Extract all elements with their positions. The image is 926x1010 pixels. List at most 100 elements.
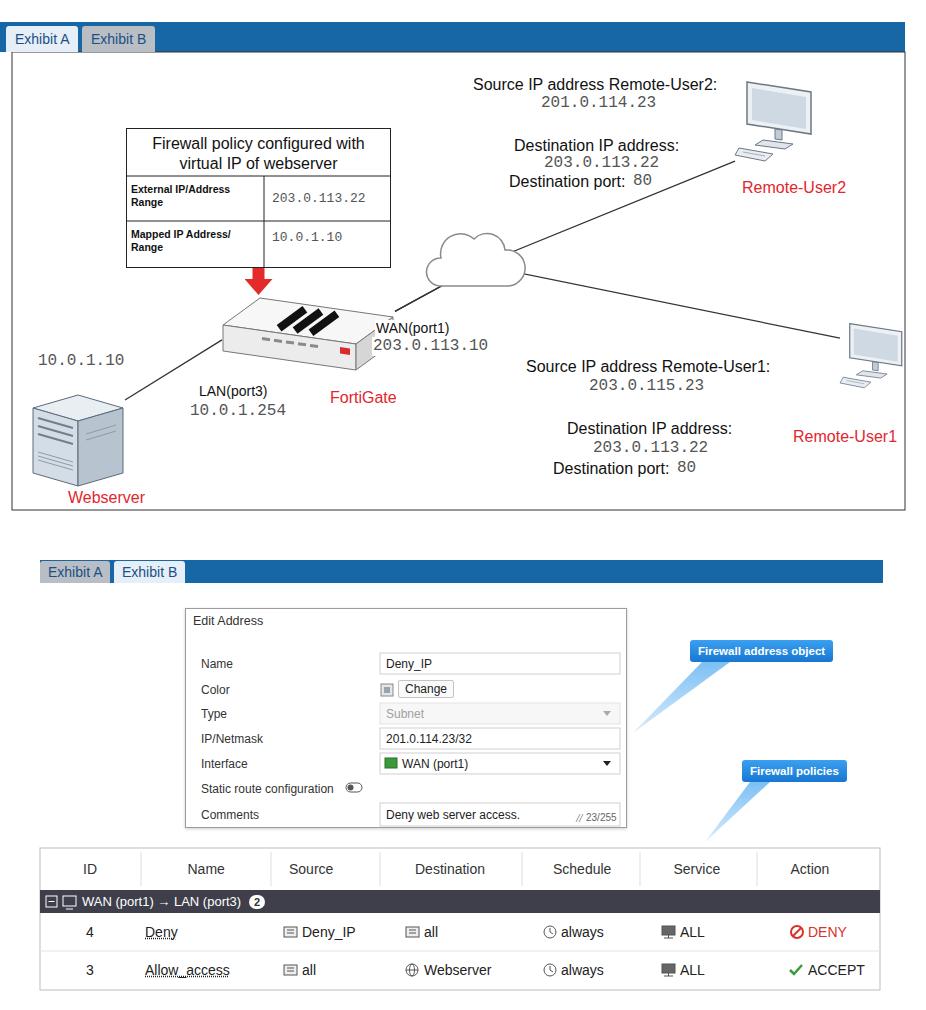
policy-name: Allow_access xyxy=(145,962,230,979)
cell-text: ALL xyxy=(680,962,705,979)
server-icon xyxy=(78,408,123,486)
field-name: Type xyxy=(201,707,227,721)
field-caption: Source IP address Remote-User1: xyxy=(525,357,771,376)
table-icon xyxy=(550,928,553,934)
firewall-device xyxy=(311,314,337,333)
node-label: Webserver xyxy=(68,488,145,507)
cell-text: always xyxy=(561,924,604,941)
table-icon xyxy=(664,976,673,977)
ip-address: 203.0.113.22 xyxy=(592,439,709,458)
node-label: FortiGate xyxy=(330,388,397,407)
fortigate-device: FortiGate xyxy=(222,295,395,373)
count-badge: 2 xyxy=(249,895,265,909)
policy-table xyxy=(757,852,758,886)
table-icon xyxy=(284,926,803,976)
ip-address: 203.0.113.22 xyxy=(272,191,366,207)
table-icon xyxy=(664,938,673,939)
table-icon xyxy=(406,927,419,937)
policy-table xyxy=(66,909,73,910)
field-icon xyxy=(603,711,611,716)
server-icon xyxy=(33,408,78,486)
callout-bubble: Firewall address object xyxy=(690,640,833,662)
policy-table xyxy=(141,852,142,886)
node-label: Firewall policies xyxy=(750,764,839,778)
table-grid xyxy=(126,176,391,177)
cell-text: all xyxy=(424,924,438,941)
node-label: Exhibit B xyxy=(122,563,177,581)
node-label: Exhibit A xyxy=(48,563,102,581)
field-name: Interface xyxy=(201,757,248,771)
ip-address: 10.0.1.254 xyxy=(189,402,287,421)
button: Change xyxy=(398,680,454,698)
column-header: ID xyxy=(83,861,97,878)
computer-icon xyxy=(840,324,902,388)
table-cell: Mapped IP Address/ Range xyxy=(131,228,259,254)
column-header: Action xyxy=(791,861,830,878)
cell-text: 4 xyxy=(86,924,94,941)
policy-name: Deny xyxy=(145,924,178,941)
table-icon xyxy=(790,965,802,974)
port-number: 80 xyxy=(632,172,653,191)
form-field xyxy=(380,753,620,774)
firewall-device xyxy=(223,298,393,370)
table-grid xyxy=(126,221,391,222)
firewall-device xyxy=(340,347,350,355)
node-label: Remote-User1 xyxy=(793,427,897,446)
field-icon xyxy=(381,684,393,696)
column-header: Service xyxy=(674,861,721,878)
column-header: Source xyxy=(289,861,333,878)
cell-text: ALL xyxy=(680,924,705,941)
form-field xyxy=(380,803,620,826)
table-icon xyxy=(284,927,297,937)
field-icon xyxy=(346,684,611,822)
field-icon xyxy=(348,785,354,791)
form-field xyxy=(380,653,620,826)
field-value: Deny_IP xyxy=(386,657,432,671)
cell-text: all xyxy=(302,962,316,979)
tab-bar xyxy=(0,22,905,52)
remote-user-pc: Remote-User2 xyxy=(735,80,815,162)
exhibit-tab: Exhibit A xyxy=(40,561,110,583)
table-icon xyxy=(287,930,294,931)
field-name: IP/Netmask xyxy=(201,732,263,746)
field-icon xyxy=(346,783,362,792)
action-text: DENY xyxy=(808,924,847,941)
ip-address: 203.0.115.23 xyxy=(588,377,705,396)
firewall-device xyxy=(274,340,282,341)
node-label: Exhibit A xyxy=(15,30,69,48)
table-icon xyxy=(409,930,416,931)
char-counter: 23/255 xyxy=(586,812,617,824)
port-number: 80 xyxy=(676,459,697,478)
port-name: LAN(port3) xyxy=(198,383,268,400)
server-icon xyxy=(38,434,73,444)
table-icon xyxy=(287,968,294,969)
table-icon xyxy=(550,966,553,972)
form-field xyxy=(380,728,620,749)
field-value: Subnet xyxy=(386,707,424,721)
table-icon xyxy=(662,926,675,935)
ip-address: 201.0.114.23 xyxy=(540,94,657,113)
cell-text: Deny_IP xyxy=(302,924,356,941)
server-icon xyxy=(38,418,73,444)
table-icon xyxy=(287,971,294,972)
policy-group: WAN (port1) → LAN (port3) xyxy=(82,894,241,910)
callout-tail xyxy=(633,662,730,733)
cell-text: always xyxy=(561,962,604,979)
field-caption: Source IP address Remote-User2: xyxy=(472,75,718,94)
cloud-symbol xyxy=(427,233,526,286)
connectors xyxy=(125,161,840,400)
firewall-device xyxy=(223,325,356,370)
callout-bubble: Firewall policies xyxy=(742,760,847,782)
column-header: Destination xyxy=(415,861,485,878)
policy-table xyxy=(40,951,880,952)
policy-table xyxy=(40,890,880,913)
policy-table xyxy=(141,852,757,886)
policy-table xyxy=(522,852,523,886)
field-value: Deny web server access. xyxy=(386,808,520,822)
field-caption: Destination IP address: xyxy=(513,136,680,155)
ip-address: 203.0.113.22 xyxy=(543,154,660,173)
ip-address: 10.0.1.10 xyxy=(37,352,125,371)
firewall-device xyxy=(298,344,306,345)
policy-table xyxy=(40,848,880,990)
